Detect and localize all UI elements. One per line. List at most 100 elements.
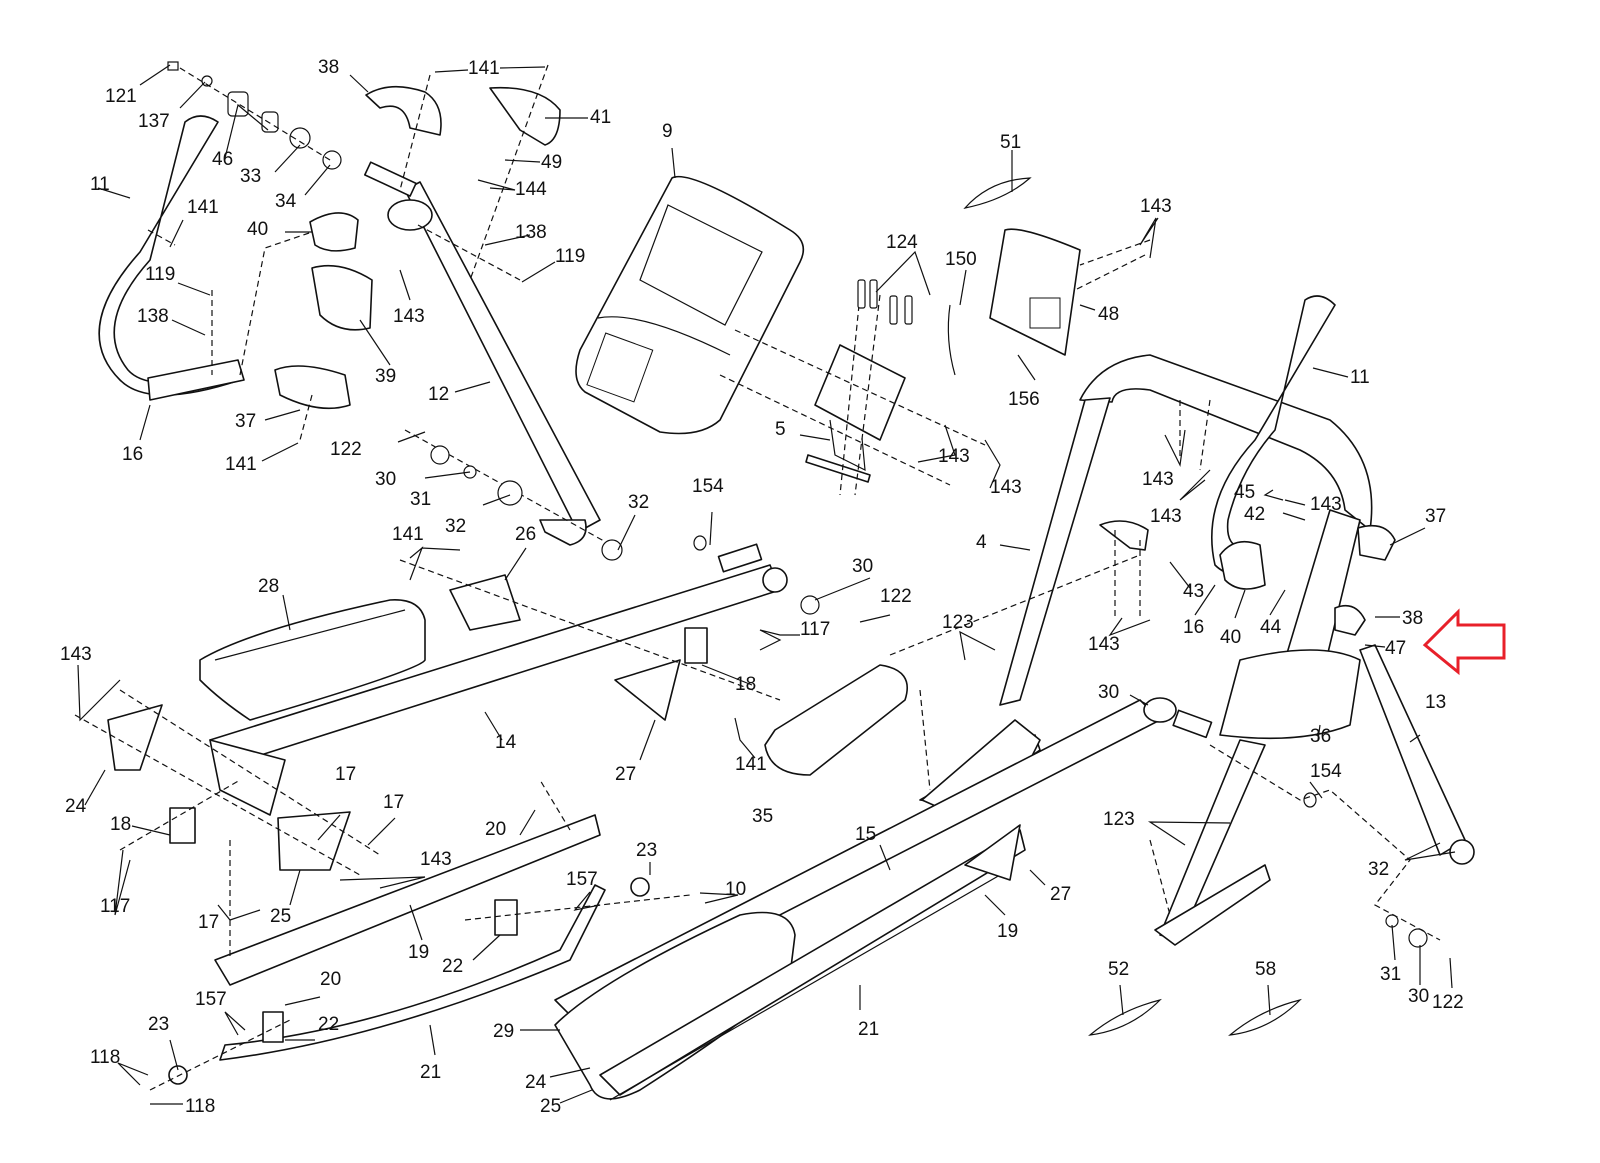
- label-15: 15: [855, 824, 876, 845]
- highlight-arrow-icon: [1422, 608, 1506, 676]
- label-52: 52: [1108, 959, 1129, 980]
- label-11: 11: [1350, 367, 1370, 388]
- label-16: 16: [122, 444, 143, 465]
- label-143: 143: [1140, 196, 1172, 217]
- label-43: 43: [1183, 581, 1204, 602]
- label-42: 42: [1244, 504, 1265, 525]
- pedal-28: [199, 599, 426, 721]
- label-23: 23: [148, 1014, 169, 1035]
- label-40: 40: [247, 219, 268, 240]
- label-124: 124: [886, 232, 918, 253]
- label-32: 32: [628, 492, 649, 513]
- label-141: 141: [392, 524, 424, 545]
- label-23: 23: [636, 840, 657, 861]
- label-118: 118: [90, 1047, 120, 1068]
- label-144: 144: [515, 179, 547, 200]
- left-handlebar-11-16: [98, 115, 245, 401]
- label-19: 19: [997, 921, 1018, 942]
- label-117: 117: [800, 619, 830, 640]
- label-143: 143: [1310, 494, 1342, 515]
- pedal-29: [554, 911, 796, 1100]
- label-34: 34: [275, 191, 297, 212]
- label-141: 141: [187, 197, 219, 218]
- label-44: 44: [1260, 617, 1282, 638]
- label-143: 143: [393, 306, 425, 327]
- frame-upright-13-36: [1154, 509, 1475, 946]
- label-20: 20: [320, 969, 341, 990]
- label-154: 154: [1310, 761, 1342, 782]
- label-5: 5: [775, 419, 786, 440]
- upper-arm-12: [364, 161, 601, 546]
- label-143: 143: [60, 644, 92, 665]
- label-141: 141: [225, 454, 257, 475]
- label-10: 10: [725, 879, 746, 900]
- label-143: 143: [990, 477, 1022, 498]
- label-121: 121: [105, 86, 137, 107]
- label-156: 156: [1008, 389, 1040, 410]
- leader-lines: [77, 64, 1456, 1105]
- part-labels: 121 137 46 33 34 38 141 41 49 144 11 141…: [60, 57, 1464, 1117]
- label-143: 143: [1088, 634, 1120, 655]
- label-157: 157: [195, 989, 227, 1010]
- label-17: 17: [335, 764, 356, 785]
- label-22: 22: [442, 956, 463, 977]
- label-9: 9: [662, 121, 673, 142]
- label-24: 24: [65, 796, 87, 817]
- label-123: 123: [942, 612, 974, 633]
- label-48: 48: [1098, 304, 1119, 325]
- label-38: 38: [318, 57, 339, 78]
- label-35: 35: [752, 806, 773, 827]
- label-21: 21: [858, 1019, 879, 1040]
- label-141: 141: [468, 58, 500, 79]
- label-49: 49: [541, 152, 562, 173]
- label-27: 27: [1050, 884, 1071, 905]
- label-45: 45: [1234, 482, 1255, 503]
- label-122: 122: [880, 586, 912, 607]
- label-30: 30: [1098, 682, 1119, 703]
- label-117: 117: [100, 896, 130, 917]
- label-143: 143: [1142, 469, 1174, 490]
- brackets-covers-24-25-26-27-18-22-23: [107, 574, 1021, 1085]
- shrouds-38-39-37-40-41: [274, 85, 561, 410]
- label-143: 143: [420, 849, 452, 870]
- label-18: 18: [735, 674, 756, 695]
- console-9: [575, 175, 805, 435]
- label-29: 29: [493, 1021, 514, 1042]
- label-19: 19: [408, 942, 429, 963]
- label-17: 17: [198, 912, 219, 933]
- label-41: 41: [590, 107, 611, 128]
- console-rear-cover-48: [989, 228, 1151, 356]
- console-speaker-grille: [586, 332, 654, 403]
- label-25: 25: [540, 1096, 561, 1117]
- label-28: 28: [258, 576, 279, 597]
- label-119: 119: [555, 246, 585, 267]
- label-12: 12: [428, 384, 449, 405]
- cables-52-58: [1088, 998, 1302, 1036]
- label-18: 18: [110, 814, 131, 835]
- label-46: 46: [212, 149, 233, 170]
- label-138: 138: [137, 306, 169, 327]
- label-143: 143: [1150, 506, 1182, 527]
- label-143: 143: [938, 446, 970, 467]
- label-20: 20: [485, 819, 506, 840]
- label-154: 154: [692, 476, 724, 497]
- label-14: 14: [495, 732, 517, 753]
- label-31: 31: [410, 489, 431, 510]
- label-22: 22: [318, 1014, 339, 1035]
- label-47: 47: [1385, 638, 1406, 659]
- right-handlebar-11-16: [1211, 295, 1336, 590]
- label-24: 24: [525, 1072, 547, 1093]
- label-11: 11: [90, 174, 110, 195]
- bushings-46-33-34: [167, 61, 342, 170]
- label-13: 13: [1425, 692, 1446, 713]
- label-141: 141: [735, 754, 767, 775]
- label-118: 118: [185, 1096, 215, 1117]
- label-37: 37: [1425, 506, 1446, 527]
- label-157: 157: [566, 869, 598, 890]
- label-122: 122: [330, 439, 362, 460]
- label-17: 17: [383, 792, 404, 813]
- label-25: 25: [270, 906, 291, 927]
- label-138: 138: [515, 222, 547, 243]
- label-137: 137: [138, 111, 170, 132]
